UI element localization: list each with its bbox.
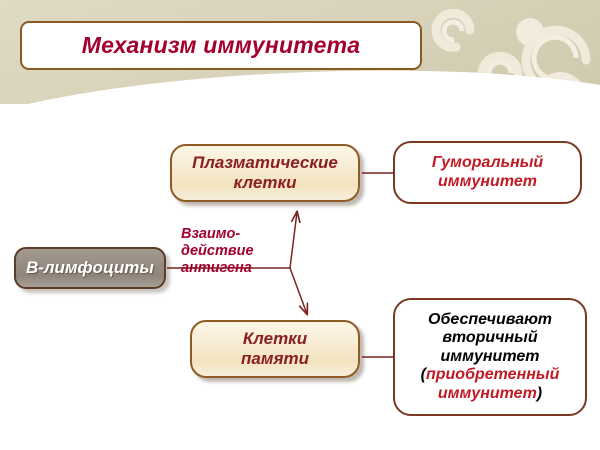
node-plasma-cells-label: Плазматические клетки <box>192 153 338 192</box>
node-secondary-immunity-line2: вторичный <box>442 329 538 347</box>
node-secondary-immunity-label: Обеспечивают вторичный иммунитет (приобр… <box>421 311 560 404</box>
label-antigen-interaction-line1: Взаимо- <box>181 226 241 242</box>
header-curve-base <box>0 104 600 112</box>
node-memory-cells[interactable]: Клетки памяти <box>190 320 360 378</box>
node-memory-cells-label: Клетки памяти <box>241 329 309 368</box>
node-secondary-immunity-line3: иммунитет <box>440 347 540 365</box>
connector-junction-plasma-arrow <box>289 212 297 269</box>
node-humoral-immunity-label: Гуморальный иммунитет <box>432 154 543 191</box>
node-humoral-immunity-line1: Гуморальный <box>431 153 544 171</box>
node-secondary-immunity-line5: иммунитет <box>437 384 537 402</box>
page-title: Механизм иммунитета <box>81 32 361 58</box>
title-plate: Механизм иммунитета <box>20 21 422 70</box>
node-plasma-cells[interactable]: Плазматические клетки <box>170 144 360 202</box>
node-plasma-cells-line2: клетки <box>233 173 297 192</box>
node-b-lymphocytes-label: В-лимфоциты <box>26 258 154 278</box>
node-secondary-immunity-paren-close: ) <box>536 384 543 402</box>
label-antigen-interaction-line3: антигена <box>181 260 252 277</box>
node-humoral-immunity[interactable]: Гуморальный иммунитет <box>393 141 582 204</box>
node-plasma-cells-line1: Плазматические <box>192 153 338 173</box>
node-humoral-immunity-line2: иммунитет <box>438 172 537 190</box>
node-secondary-immunity-paren-open: ( <box>420 366 426 384</box>
node-b-lymphocytes[interactable]: В-лимфоциты <box>14 247 166 289</box>
connector-junction-memory-arrow <box>289 267 307 314</box>
node-memory-cells-line1: Клетки <box>242 329 308 349</box>
node-memory-cells-line2: памяти <box>241 349 309 368</box>
node-secondary-immunity-line1: Обеспечивают <box>428 310 552 328</box>
label-antigen-interaction: Взаимо- действие антигена <box>181 226 277 277</box>
label-antigen-interaction-line2: действие <box>181 243 254 260</box>
node-secondary-immunity[interactable]: Обеспечивают вторичный иммунитет (приобр… <box>393 298 587 416</box>
node-secondary-immunity-line4: приобретенный <box>425 366 560 384</box>
